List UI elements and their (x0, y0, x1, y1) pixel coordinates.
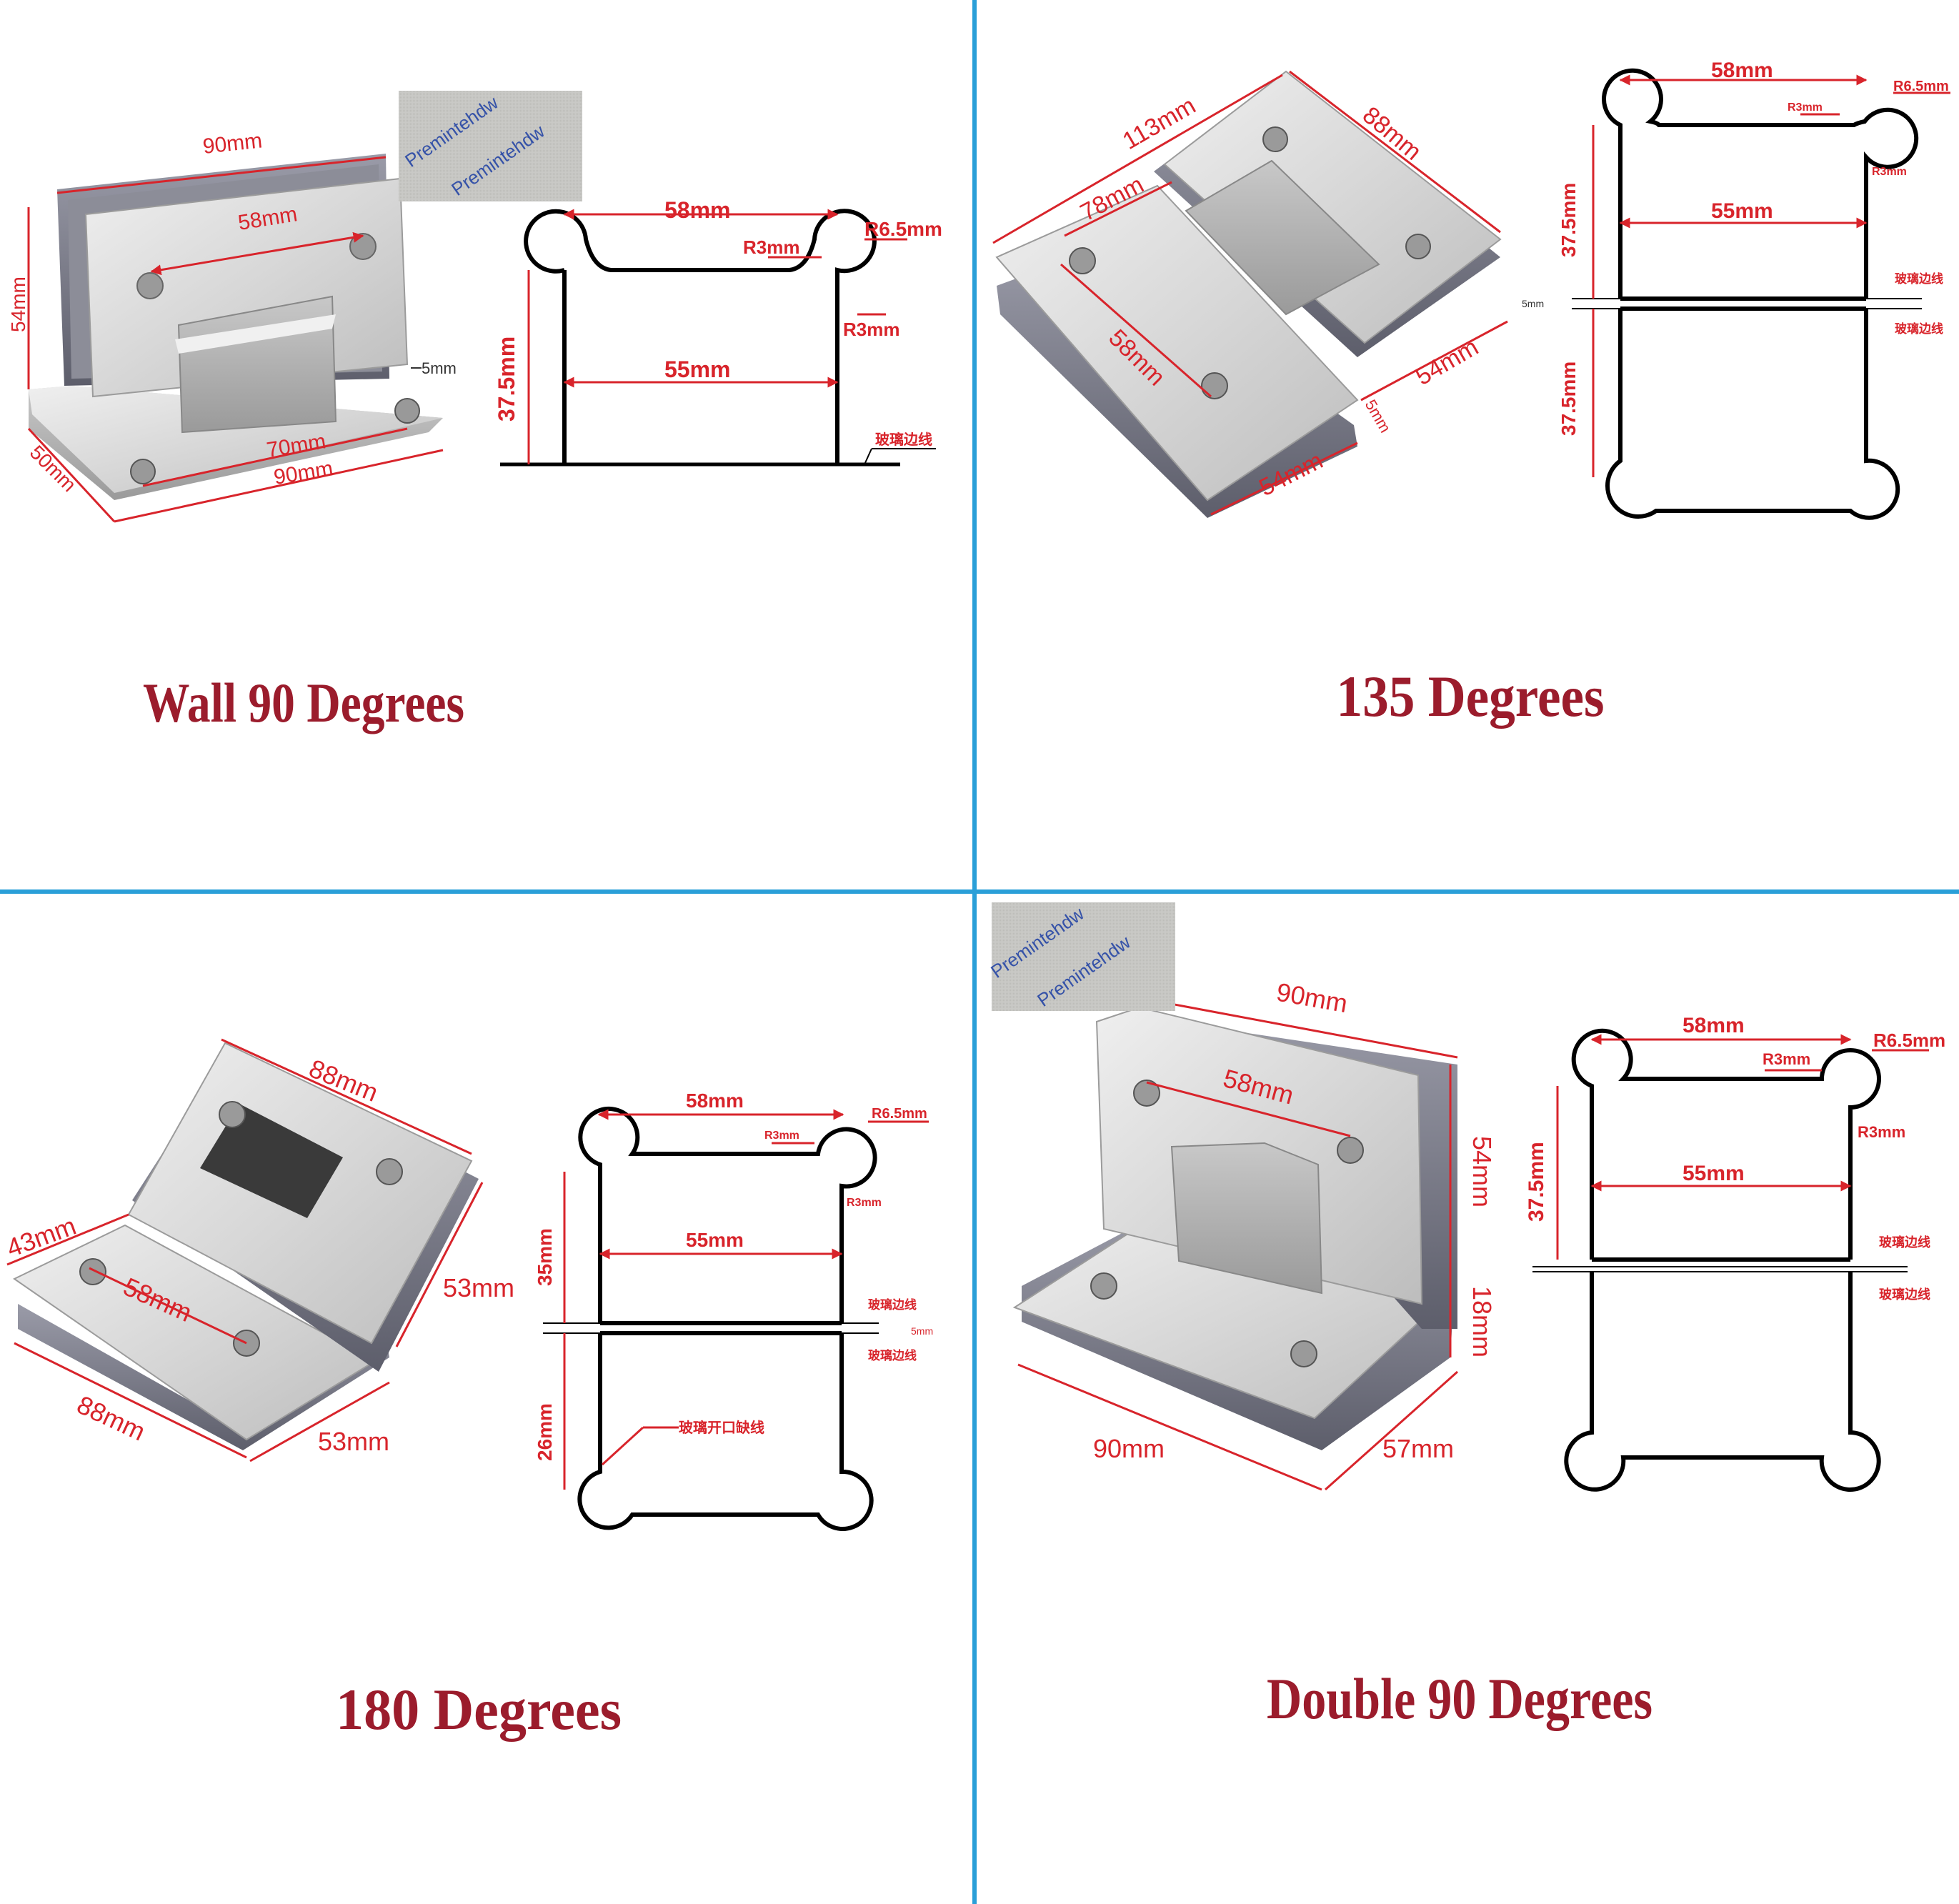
dim-label: 90mm (201, 129, 263, 159)
panel-wall-90: 90mm 58mm 54mm 5mm 70mm 90mm 50mm Premin… (7, 91, 942, 734)
hinge-photo-wall-90 (29, 154, 443, 500)
glass-edge-label: 玻璃边线 (868, 1297, 917, 1312)
watermark-stamp: Premintehdw Premintehdw (987, 902, 1175, 1011)
dim-label: 54mm (1467, 1136, 1497, 1207)
cutout-height: 37.5mm (494, 337, 519, 422)
dim-label: 53mm (318, 1427, 389, 1456)
watermark-stamp: Premintehdw Premintehdw (399, 91, 582, 201)
cutout-height-bottom: 26mm (534, 1403, 556, 1461)
dim-label: 5mm (422, 359, 457, 377)
cutout-outline-top (578, 1106, 877, 1323)
panel-double-90: 90mm 58mm 54mm 18mm 90mm 57mm Premintehd… (987, 902, 1945, 1731)
hinge-photo-double-90 (1012, 1006, 1457, 1450)
cutout-outline-bottom (577, 1333, 874, 1531)
glass-edge-label: 玻璃边线 (1895, 271, 1943, 286)
cutout-height-bottom: 37.5mm (1557, 362, 1580, 436)
cutout-radius-small-top: R3mm (1788, 101, 1823, 114)
dim-label: 88mm (73, 1390, 150, 1446)
glass-edge-label: 玻璃边线 (1879, 1287, 1930, 1302)
dim-label: 57mm (1382, 1434, 1454, 1463)
cutout-radius-big: R6.5mm (1893, 79, 1949, 94)
dim-label: 53mm (443, 1273, 514, 1302)
cutout-radius-big: R6.5mm (864, 218, 942, 240)
panel-title: 180 Degrees (336, 1677, 622, 1742)
dim-label: 5mm (1362, 397, 1395, 436)
divider-vertical (972, 0, 977, 1904)
cutout-top-width: 58mm (664, 197, 731, 223)
cutout-radius-big: R6.5mm (872, 1106, 927, 1122)
glass-notch-label: 玻璃开口缺线 (679, 1419, 764, 1436)
hinge-photo-135 (995, 70, 1502, 518)
cutout-radius-small-side: R3mm (843, 319, 899, 340)
cutout-inner-width: 55mm (664, 357, 731, 382)
dim-label: 18mm (1467, 1286, 1497, 1357)
cutout-drawing-double-90: 58mm R6.5mm R3mm R3mm 37.5mm 55mm 玻璃边线 玻… (1525, 1014, 1945, 1492)
panel-180-degrees: 88mm 43mm 58mm 53mm 88mm 53mm 58mm R6.5m… (3, 1038, 933, 1742)
glass-edge-label: 玻璃边线 (875, 431, 932, 448)
cutout-inner-width: 55mm (1683, 1162, 1745, 1185)
cutout-height-top: 37.5mm (1557, 183, 1580, 257)
dim-label: 90mm (1093, 1434, 1165, 1463)
cutout-outline (524, 209, 877, 464)
dim-label: 54mm (7, 276, 29, 332)
glass-edge-label: 玻璃边线 (868, 1348, 917, 1362)
cutout-inner-width: 55mm (686, 1229, 744, 1251)
cutout-top-width: 58mm (686, 1090, 744, 1112)
photo-dimensions-double-90: 90mm 58mm 54mm 18mm 90mm 57mm (1017, 977, 1497, 1491)
cutout-height-top: 35mm (534, 1228, 556, 1286)
cutout-radius-small-top: R3mm (764, 1130, 799, 1142)
dim-label: 54mm (1411, 334, 1483, 391)
divider-horizontal (0, 889, 1959, 894)
cutout-gap: 5mm (911, 1325, 933, 1337)
cutout-radius-small-top: R3mm (1763, 1050, 1810, 1068)
cutout-outline-top (1602, 68, 1919, 299)
cutout-top-width: 58mm (1683, 1014, 1745, 1037)
glass-edge-label: 玻璃边线 (1895, 322, 1943, 336)
cutout-radius-small-side: R3mm (847, 1197, 882, 1209)
glass-edge-label: 玻璃边线 (1879, 1235, 1930, 1250)
hinge-photo-180 (13, 1042, 479, 1450)
cutout-outline-bottom (1564, 1272, 1881, 1492)
cutout-inner-width: 55mm (1711, 199, 1773, 223)
panel-title: Wall 90 Degrees (143, 672, 464, 734)
panel-135-degrees: 113mm 88mm 78mm 58mm 54mm 5mm 54mm 58mm … (992, 59, 1950, 729)
dim-label: 90mm (1275, 977, 1350, 1019)
cutout-radius-small-side: R3mm (1872, 166, 1907, 178)
cutout-radius-big: R6.5mm (1873, 1030, 1945, 1051)
cutout-outline-bottom (1605, 309, 1900, 520)
panel-title: Double 90 Degrees (1267, 1666, 1653, 1731)
cutout-drawing-135: 58mm R6.5mm R3mm R3mm 37.5mm 37.5mm 55mm… (1522, 59, 1950, 520)
cutout-gap: 5mm (1522, 298, 1544, 309)
cutout-outline-top (1571, 1028, 1881, 1260)
panel-title: 135 Degrees (1337, 664, 1605, 729)
cutout-height: 37.5mm (1525, 1142, 1548, 1222)
cutout-drawing-180: 58mm R6.5mm R3mm R3mm 35mm 26mm 55mm 5mm… (534, 1090, 933, 1531)
cutout-drawing-wall-90: 58mm R6.5mm R3mm R3mm 37.5mm 55mm 玻璃边线 (494, 197, 942, 467)
cutout-top-width: 58mm (1711, 59, 1773, 82)
cutout-radius-small-top: R3mm (743, 236, 799, 258)
cutout-radius-small-side: R3mm (1858, 1123, 1905, 1141)
